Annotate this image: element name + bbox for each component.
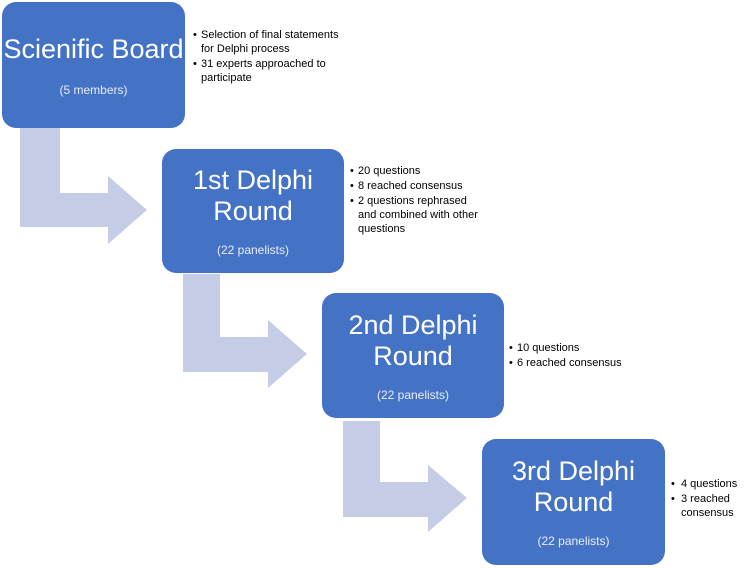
stage-notes-round-3: 4 questions 3 reached consensus <box>671 477 749 521</box>
stage-subtitle: (22 panelists) <box>216 243 290 257</box>
stage-notes-round-1: 20 questions 8 reached consensus 2 quest… <box>350 164 478 237</box>
arrow-round2-to-round3 <box>343 421 467 532</box>
note-item: 4 questions <box>671 477 749 491</box>
stage-title: 1st Delphi Round <box>192 165 314 226</box>
note-item: 3 reached consensus <box>671 492 749 520</box>
stage-subtitle: (22 panelists) <box>537 534 610 548</box>
stage-round-3: 3rd Delphi Round (22 panelists) <box>482 439 665 565</box>
arrow-round1-to-round2 <box>183 274 307 388</box>
stage-subtitle: (5 members) <box>59 82 128 97</box>
stage-subtitle: (22 panelists) <box>376 387 450 402</box>
note-item: 8 reached consensus <box>350 179 478 193</box>
note-item: 10 questions <box>509 341 649 355</box>
stage-title: Scienific Board <box>3 33 184 64</box>
note-item: Selection of final statements for Delphi… <box>193 28 345 56</box>
stage-notes-scientific-board: Selection of final statements for Delphi… <box>193 28 345 86</box>
stage-title: 3rd Delphi Round <box>511 456 636 517</box>
note-item: 20 questions <box>350 164 478 178</box>
stage-title: 2nd Delphi Round <box>348 309 478 371</box>
stage-scientific-board: Scienific Board (5 members) <box>2 2 185 128</box>
stage-notes-round-2: 10 questions 6 reached consensus <box>509 341 649 371</box>
arrow-board-to-round1 <box>20 128 147 244</box>
note-item: 31 experts approached to participate <box>193 57 345 85</box>
stage-round-2: 2nd Delphi Round (22 panelists) <box>322 293 504 418</box>
stage-round-1: 1st Delphi Round (22 panelists) <box>162 149 344 273</box>
note-item: 2 questions rephrased and combined with … <box>350 194 478 236</box>
note-item: 6 reached consensus <box>509 356 649 370</box>
